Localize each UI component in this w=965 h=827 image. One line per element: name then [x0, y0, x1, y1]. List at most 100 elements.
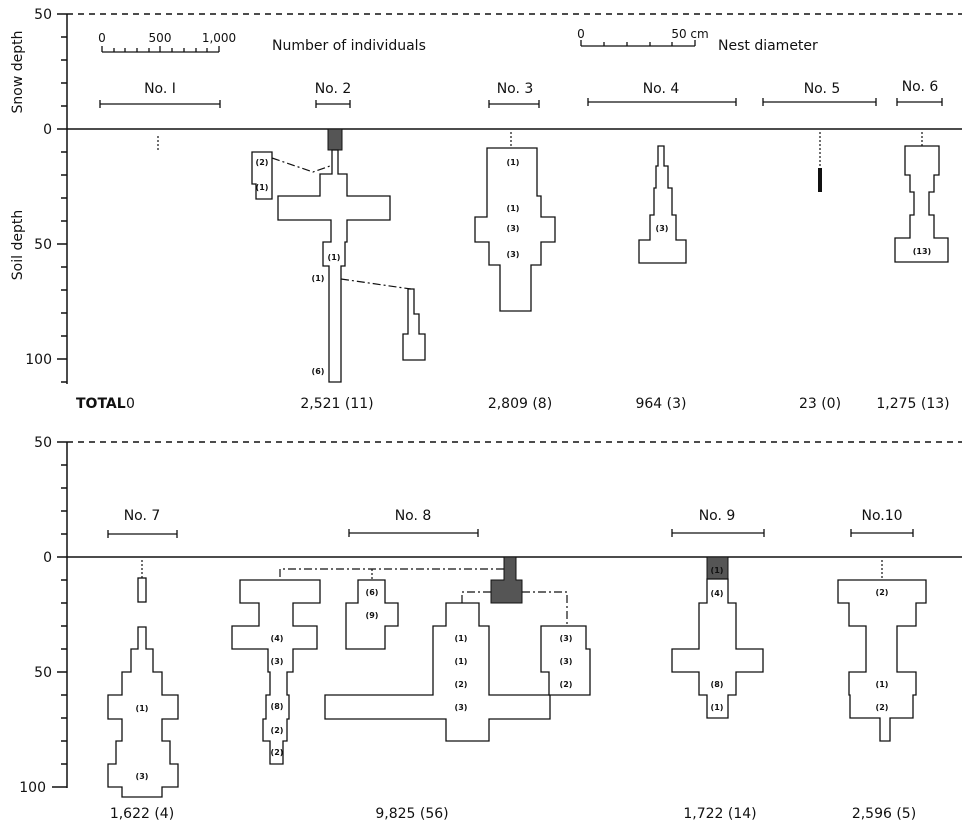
nest-2-link-right	[340, 278, 412, 290]
nest-2-link-left	[271, 157, 331, 173]
nest-9-chambers	[671, 578, 764, 719]
bottom-tick-100: 100	[19, 780, 46, 796]
nest-8-chambers-c	[324, 602, 551, 742]
nest-10-count-1: (2)	[876, 588, 889, 597]
nest-8a-count-2: (3)	[271, 657, 284, 666]
nest-8c-count-2: (1)	[455, 657, 468, 666]
nest-7-label: No. 7	[124, 508, 161, 524]
nest-5-chamber	[818, 168, 822, 192]
nest-10-total: 2,596 (5)	[852, 806, 916, 822]
bottom-tick-50: 50	[34, 435, 52, 451]
nest-2-count-2: (1)	[256, 183, 269, 192]
nest-5: No. 5	[762, 81, 877, 192]
nest-10-count-3: (2)	[876, 703, 889, 712]
nest-2: No. 2 (2) (1) (1) (1) (6)	[251, 81, 426, 383]
nest-3-count-3: (3)	[507, 224, 520, 233]
nest-9-count-3: (8)	[711, 680, 724, 689]
ind-scale-0: 0	[98, 31, 106, 45]
nest-8c-count-3: (2)	[455, 680, 468, 689]
nest-2-side-chamber-right	[402, 288, 426, 361]
nest-5-diameter-bar	[762, 98, 877, 106]
nest-6-chambers	[894, 145, 949, 263]
nest-8a-count-4: (2)	[271, 726, 284, 735]
nest-8b-count-1: (6)	[366, 588, 379, 597]
nest-9: No. 9 (1) (4) (8) (1)	[671, 508, 765, 719]
nest-2-label: No. 2	[315, 81, 352, 97]
nest-5-total: 23 (0)	[799, 396, 841, 412]
nest-10: No.10 (2) (1) (2)	[837, 508, 927, 742]
nest-7-count-1: (1)	[136, 704, 149, 713]
snow-depth-label: Snow depth	[10, 31, 26, 114]
nest-5-label: No. 5	[804, 81, 841, 97]
nest-2-side-chamber-left	[251, 151, 273, 200]
nest-3-label: No. 3	[497, 81, 534, 97]
nest-8-chambers-d	[540, 625, 591, 696]
nest-8d-count-3: (2)	[560, 680, 573, 689]
nest-1-label: No. I	[144, 81, 176, 97]
nest-4-count-1: (3)	[656, 224, 669, 233]
nest-8-chambers-b	[345, 579, 399, 650]
nest-8a-count-3: (8)	[271, 702, 284, 711]
top-tick-50-soil: 50	[34, 237, 52, 253]
bottom-tick-0: 0	[43, 550, 52, 566]
nest-4: No. 4 (3)	[587, 81, 737, 264]
soil-depth-label: Soil depth	[10, 210, 26, 280]
ind-scale-label: Number of individuals	[272, 38, 426, 54]
diam-scale-50: 50 cm	[671, 27, 708, 41]
nest-2-count-5: (6)	[312, 367, 325, 376]
nest-10-label: No.10	[861, 508, 902, 524]
diam-scale-0: 0	[577, 27, 585, 41]
nest-4-total: 964 (3)	[635, 396, 686, 412]
nest-8c-count-4: (3)	[455, 703, 468, 712]
ind-scale-500: 500	[149, 31, 172, 45]
nest-8c-count-1: (1)	[455, 634, 468, 643]
nest-9-label: No. 9	[699, 508, 736, 524]
nest-7-chambers	[107, 626, 179, 798]
nest-2-mound	[327, 128, 343, 151]
top-tick-50: 50	[34, 7, 52, 23]
nest-1: No. I	[99, 81, 221, 152]
nest-2-count-1: (2)	[256, 158, 269, 167]
nest-7-diameter-bar	[107, 530, 178, 538]
nest-2-diameter-bar	[315, 100, 351, 108]
nest-4-diameter-bar	[587, 98, 737, 106]
nest-9-total: 1,722 (14)	[683, 806, 756, 822]
nest-10-diameter-bar	[850, 529, 914, 537]
top-y-ticks	[57, 13, 67, 383]
top-tick-100: 100	[25, 352, 52, 368]
total-label: TOTAL	[76, 396, 126, 412]
nest-8-link-c	[461, 591, 491, 603]
nest-8d-count-2: (3)	[560, 657, 573, 666]
nest-7-count-2: (3)	[136, 772, 149, 781]
nest-10-chambers	[837, 579, 927, 742]
nest-6-total: 1,275 (13)	[876, 396, 949, 412]
nest-6-diameter-bar	[896, 98, 943, 106]
nest-8a-count-5: (2)	[271, 748, 284, 757]
nest-8a-count-1: (4)	[271, 634, 284, 643]
nest-8-mound	[490, 556, 523, 604]
diam-scale-label: Nest diameter	[718, 38, 818, 54]
nest-7-total: 1,622 (4)	[110, 806, 174, 822]
nest-8-link-d	[522, 591, 568, 626]
ind-scale-1000: 1,000	[202, 31, 236, 45]
nest-8b-count-2: (9)	[366, 611, 379, 620]
nest-3-count-2: (1)	[507, 204, 520, 213]
nest-7-upper-chamber	[137, 577, 147, 603]
nest-1-total: 0	[126, 396, 135, 412]
nest-9-diameter-bar	[671, 529, 765, 537]
nest-2-count-4: (1)	[312, 274, 325, 283]
nest-9-count-1: (1)	[711, 566, 724, 575]
nest-2-chambers	[277, 149, 391, 383]
nest-4-chambers	[638, 145, 687, 264]
nest-8: No. 8 (4) (3) (8) (2) (2) (6) (9) (1) (1…	[231, 508, 591, 765]
top-totals: TOTAL 0 2,521 (11) 2,809 (8) 964 (3) 23 …	[76, 396, 950, 412]
nest-8-chambers-a	[231, 579, 321, 765]
nest-3-diameter-bar	[488, 100, 540, 108]
top-tick-0: 0	[43, 122, 52, 138]
nest-10-count-2: (1)	[876, 680, 889, 689]
nest-8-total: 9,825 (56)	[375, 806, 448, 822]
nest-8-link-a	[279, 568, 504, 580]
nest-9-count-4: (1)	[711, 703, 724, 712]
diameter-scale: 0 50 cm Nest diameter	[577, 27, 818, 54]
nest-9-count-2: (4)	[711, 589, 724, 598]
